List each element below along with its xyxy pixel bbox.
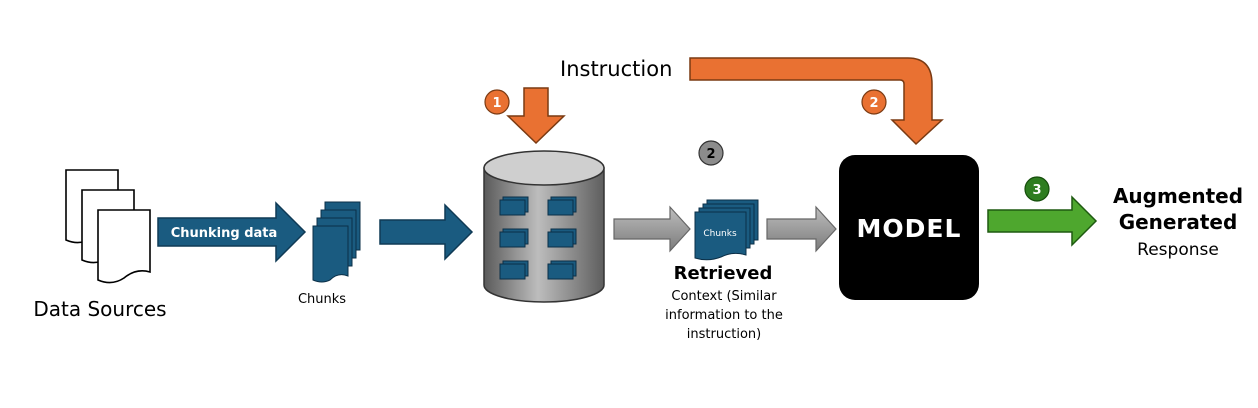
- retrieve-arrow: [613, 205, 691, 253]
- ingest-arrow: [379, 203, 474, 261]
- step-number-2-mid: 2: [706, 147, 715, 162]
- retrieved-label: Retrieved: [674, 263, 773, 284]
- step-badge-3: 3: [1024, 176, 1050, 202]
- step-number-2-top: 2: [869, 96, 878, 111]
- step-number-3: 3: [1032, 183, 1041, 198]
- model-label: MODEL: [857, 214, 962, 243]
- response-label: Response: [1137, 240, 1219, 260]
- chunks-label: Chunks: [298, 292, 346, 307]
- instruction-to-model-arrow: [689, 57, 944, 146]
- chunking-label: Chunking data: [171, 226, 278, 241]
- instruction-label: Instruction: [560, 57, 672, 81]
- step-badge-2-top: 2: [861, 89, 887, 115]
- database-icon: [483, 150, 605, 303]
- response-arrow: [987, 195, 1098, 247]
- data-sources-label: Data Sources: [33, 297, 166, 321]
- model-box: [839, 155, 979, 300]
- step-number-1: 1: [492, 96, 501, 111]
- step-badge-2-mid: 2: [698, 140, 724, 166]
- augmented-label: Augmented: [1113, 184, 1243, 208]
- document-icon: [65, 169, 151, 284]
- step-badge-1: 1: [484, 89, 510, 115]
- retrieved-chunks-icon: [694, 199, 759, 261]
- chunks-icon: [312, 201, 361, 283]
- chunking-arrow: [157, 201, 307, 263]
- context-arrow: [766, 205, 837, 253]
- instruction-query-arrow: [506, 87, 566, 145]
- retrieved-chunks-label: Chunks: [703, 229, 737, 239]
- generated-label: Generated: [1119, 210, 1238, 234]
- context-description: Context (Similar information to the inst…: [665, 289, 783, 342]
